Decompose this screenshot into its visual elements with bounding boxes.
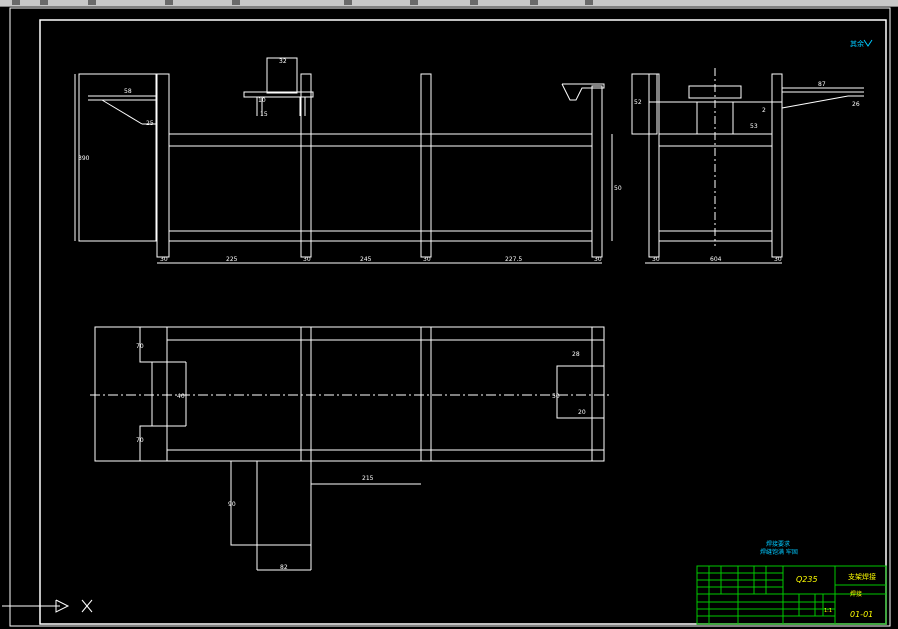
drawing-canvas[interactable]: 225 245 227.5 30 30 30 30 50 390 32 10 5… <box>0 7 898 629</box>
dim-label: 50 <box>552 393 560 400</box>
toolbar <box>0 0 898 7</box>
dim-label: 26 <box>852 101 860 108</box>
side-view-dimensions: 604 30 30 87 26 52 53 2 <box>634 81 860 263</box>
dim-label: 215 <box>362 475 374 482</box>
dim-label: 58 <box>124 88 132 95</box>
save-icon[interactable] <box>88 0 96 5</box>
note-line-1: 焊接要求 <box>766 540 790 548</box>
front-view <box>74 57 613 264</box>
title-part-name: 支架焊接 <box>848 572 876 581</box>
dim-label: 30 <box>423 256 431 263</box>
dim-label: 82 <box>280 564 288 571</box>
front-mount-plate <box>243 91 314 98</box>
dim-label: 32 <box>279 58 287 65</box>
front-post-3 <box>420 73 432 258</box>
roughness-mark: 其余 <box>850 39 873 48</box>
sheet-border-inner <box>39 19 887 625</box>
print-icon[interactable] <box>165 0 173 5</box>
front-post-left <box>156 73 170 258</box>
dim-label: 225 <box>226 256 238 263</box>
open-file-icon[interactable] <box>40 0 48 5</box>
plan-frame-outer <box>94 326 605 462</box>
ucs-icon <box>2 599 93 613</box>
plan-view <box>90 326 610 571</box>
dim-label: 28 <box>572 351 580 358</box>
dim-label: 40 <box>177 393 185 400</box>
side-panel-left <box>631 73 658 135</box>
roughness-symbol-icon <box>863 39 873 47</box>
new-file-icon[interactable] <box>12 0 20 5</box>
dim-label: 10 <box>258 97 266 104</box>
note-line-2: 焊缝饱满 牢固 <box>760 548 798 556</box>
roughness-text: 其余 <box>850 39 864 48</box>
technical-notes: 焊接要求 焊缝饱满 牢固 <box>760 540 798 556</box>
dim-label: 50 <box>614 185 622 192</box>
title-material: Q235 <box>796 575 818 584</box>
dim-label: 30 <box>594 256 602 263</box>
dim-label: 30 <box>652 256 660 263</box>
plan-view-dimensions: 70 70 40 50 28 20 215 90 82 <box>136 343 586 571</box>
dim-label: 20 <box>578 409 586 416</box>
dim-label: 30 <box>774 256 782 263</box>
front-mount-top <box>266 57 298 94</box>
zoom-icon[interactable] <box>470 0 478 5</box>
dim-label: 70 <box>136 437 144 444</box>
dim-label: 30 <box>303 256 311 263</box>
dim-label: 245 <box>360 256 372 263</box>
side-view <box>631 68 864 264</box>
front-view-dimensions: 225 245 227.5 30 30 30 30 50 390 32 10 5… <box>78 58 622 263</box>
title-scale: 1:1 <box>824 608 832 614</box>
title-company: 焊接 <box>850 590 862 598</box>
dim-label: 604 <box>710 256 722 263</box>
dim-label: 30 <box>160 256 168 263</box>
front-side-panel <box>78 73 157 242</box>
dim-label: 90 <box>228 501 236 508</box>
dim-label: 390 <box>78 155 90 162</box>
cut-icon[interactable] <box>232 0 240 5</box>
pan-icon[interactable] <box>410 0 418 5</box>
dim-label: 53 <box>750 123 758 130</box>
title-block: Q235 支架焊接 焊接 01-01 1:1 <box>696 565 887 625</box>
sheet-border-outer <box>9 7 891 627</box>
title-drawing-no: 01-01 <box>850 610 873 619</box>
front-post-2 <box>300 73 312 258</box>
dim-label: 52 <box>634 99 642 106</box>
properties-icon[interactable] <box>530 0 538 5</box>
layer-icon[interactable] <box>585 0 593 5</box>
dim-label: 70 <box>136 343 144 350</box>
dim-label: 25 <box>146 120 154 127</box>
front-post-right <box>591 85 603 258</box>
dim-label: 87 <box>818 81 826 88</box>
dim-label: 2 <box>762 107 766 114</box>
dim-label: 15 <box>260 111 268 118</box>
undo-icon[interactable] <box>344 0 352 5</box>
dim-label: 227.5 <box>505 256 522 263</box>
